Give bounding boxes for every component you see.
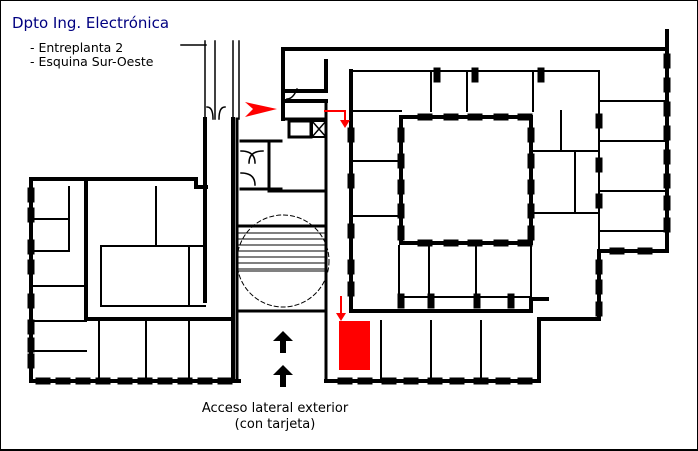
entrance-arrow-icon (245, 102, 277, 117)
location-note-corner: - Esquina Sur-Oeste (30, 54, 154, 69)
access-arrow-upper-icon (273, 331, 293, 353)
right-wing-windows (337, 53, 671, 385)
destination-room (339, 321, 370, 370)
route-markers (245, 102, 370, 370)
access-caption-line2: (con tarjeta) (234, 417, 316, 432)
left-wing-partitions (30, 186, 206, 382)
access-caption-line1: Acceso lateral exterior (201, 401, 349, 416)
entrance-doors (180, 40, 298, 186)
stair-treads (236, 214, 330, 308)
destination-arrow-head (336, 313, 346, 321)
corridor-arrow-head (340, 120, 350, 128)
corridor-arrow-icon (324, 110, 346, 123)
access-arrows (273, 331, 293, 387)
inner-courtyard (399, 115, 533, 245)
left-wing-windows (27, 187, 233, 385)
plan-title: Dpto Ing. Electrónica (12, 14, 170, 32)
location-note-floor: - Entreplanta 2 (30, 40, 124, 55)
core-walls (235, 99, 328, 383)
access-arrow-lower-icon (273, 365, 293, 387)
lift-box (287, 119, 328, 139)
